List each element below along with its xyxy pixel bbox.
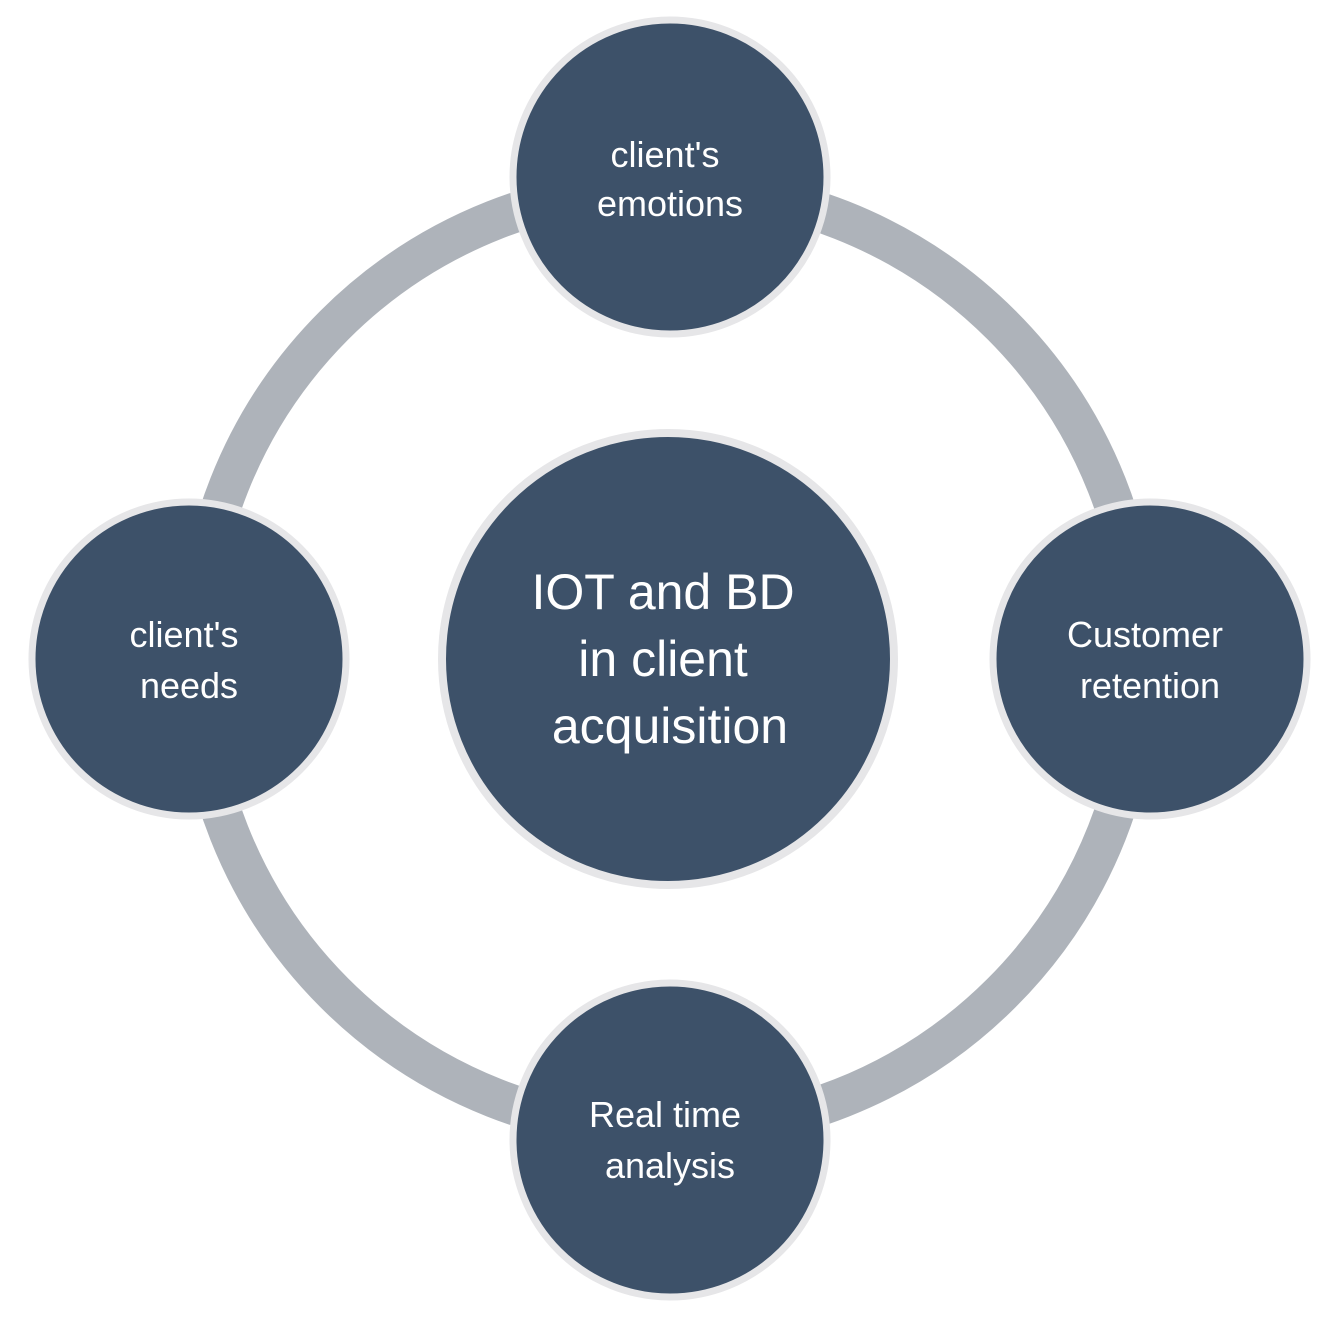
center-node-line-3: acquisition xyxy=(552,698,788,754)
node-bottom-circle xyxy=(509,979,831,1301)
node-top-line-2: emotions xyxy=(597,183,743,224)
node-top-line-1: client's xyxy=(611,134,720,175)
node-right-line-2: retention xyxy=(1080,665,1220,706)
node-top: client's emotions xyxy=(509,16,831,338)
node-bottom-text: Real time analysis xyxy=(589,1094,751,1186)
node-right-text: Customer retention xyxy=(1067,614,1233,706)
center-node-line-1: IOT and BD xyxy=(532,564,795,620)
node-right-line-1: Customer xyxy=(1067,614,1223,655)
node-right-circle xyxy=(989,498,1311,820)
center-node-text: IOT and BD in client acquisition xyxy=(532,564,809,754)
center-node: IOT and BD in client acquisition xyxy=(438,429,898,889)
node-bottom-line-1: Real time xyxy=(589,1094,741,1135)
node-top-circle xyxy=(509,16,831,338)
node-bottom: Real time analysis xyxy=(509,979,831,1301)
center-node-circle xyxy=(438,429,898,889)
node-top-text: client's emotions xyxy=(597,134,743,224)
node-bottom-line-2: analysis xyxy=(605,1145,735,1186)
node-left-circle xyxy=(28,498,350,820)
node-right: Customer retention xyxy=(989,498,1311,820)
node-left-text: client's needs xyxy=(130,614,249,706)
node-left-line-1: client's xyxy=(130,614,239,655)
center-node-line-2: in client xyxy=(578,631,748,687)
node-left: client's needs xyxy=(28,498,350,820)
node-left-line-2: needs xyxy=(140,665,238,706)
